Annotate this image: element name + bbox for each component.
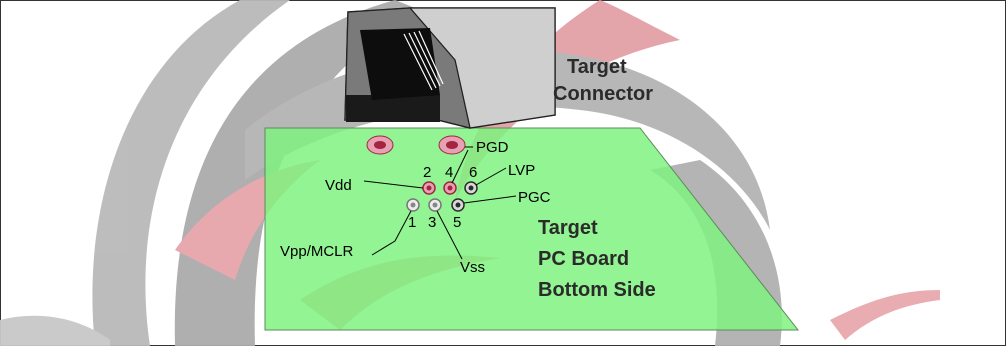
board-title-line3: Bottom Side [538,279,656,301]
leader-pgd-diag [451,149,469,184]
leader-pgc [463,195,517,204]
target-connector [344,7,556,129]
pin-pad-3 [428,198,442,212]
pin-number-2: 2 [423,164,431,181]
target-pc-board [264,127,800,331]
pin-pad-1 [406,198,420,212]
pin-number-1: 1 [408,214,416,231]
label-lvp: LVP [508,162,535,179]
pin-number-6: 6 [469,164,477,181]
pin-pad-5 [451,198,465,212]
mounting-pad-right [438,135,466,155]
pin-pad-6 [464,181,478,195]
board-title-line1: Target [538,217,598,239]
mounting-pad-left [366,135,394,155]
label-vdd: Vdd [325,177,352,194]
label-pgd: PGD [476,139,509,156]
connector-title-line2: Connector [553,83,653,105]
label-vpp-mclr: Vpp/MCLR [280,243,354,260]
pin-pad-2 [422,181,436,195]
leader-lvp [475,167,507,186]
leader-lines [363,146,517,260]
label-pgc: PGC [518,189,551,206]
pin-number-5: 5 [453,214,461,231]
pin-pad-4 [443,181,457,195]
board-title-line2: PC Board [538,248,629,270]
connector-title-line1: Target [567,56,627,78]
label-vss: Vss [460,259,485,276]
pin-number-3: 3 [428,214,436,231]
leader-vss [436,210,463,260]
leader-vpp [371,210,412,256]
pin-number-4: 4 [445,164,453,181]
leader-vdd [363,180,424,189]
